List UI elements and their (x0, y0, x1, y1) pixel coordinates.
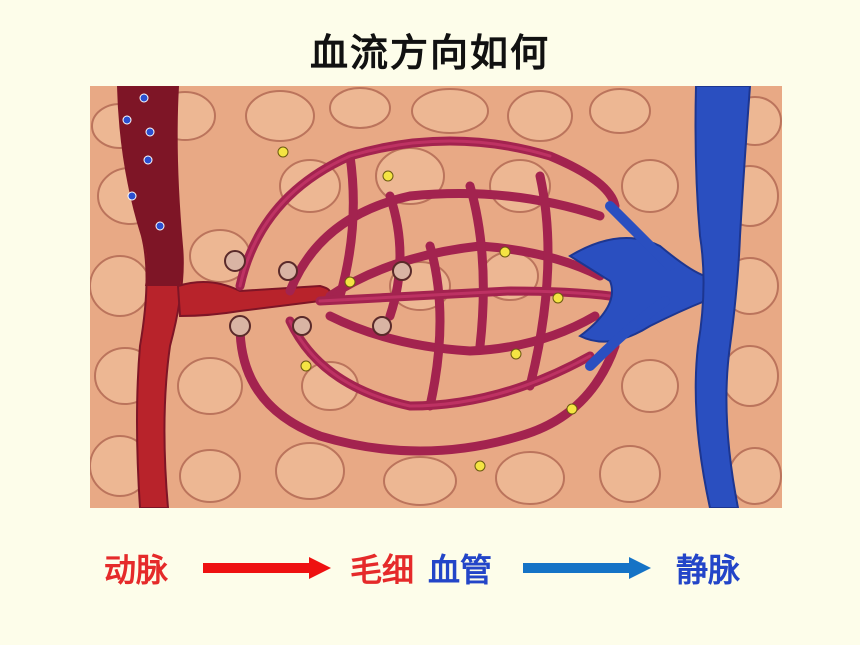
artery-dark-segment (118, 86, 183, 286)
tissue-yellow-dots (277, 146, 578, 472)
label-artery: 动脉 (104, 551, 169, 589)
label-vein: 静脉 (676, 551, 741, 589)
page-title: 血流方向如何 (309, 31, 550, 75)
label-capillary-part2: 血管 (428, 551, 493, 589)
arrow-blue-icon (523, 557, 651, 579)
blood-flow-diagram (90, 86, 782, 508)
precapillary-sphincters (224, 250, 412, 337)
blood-flow-sequence: 动脉 毛细 血管 静脉 (0, 535, 860, 605)
venule-branch-lower (585, 296, 670, 371)
vein-vessel (694, 86, 752, 508)
artery-blood-cells (122, 93, 165, 231)
capillary-highlight (238, 139, 612, 408)
arrow-red-icon (203, 557, 331, 579)
label-capillary-part1: 毛细 (350, 551, 415, 589)
venule-branch (605, 201, 675, 271)
